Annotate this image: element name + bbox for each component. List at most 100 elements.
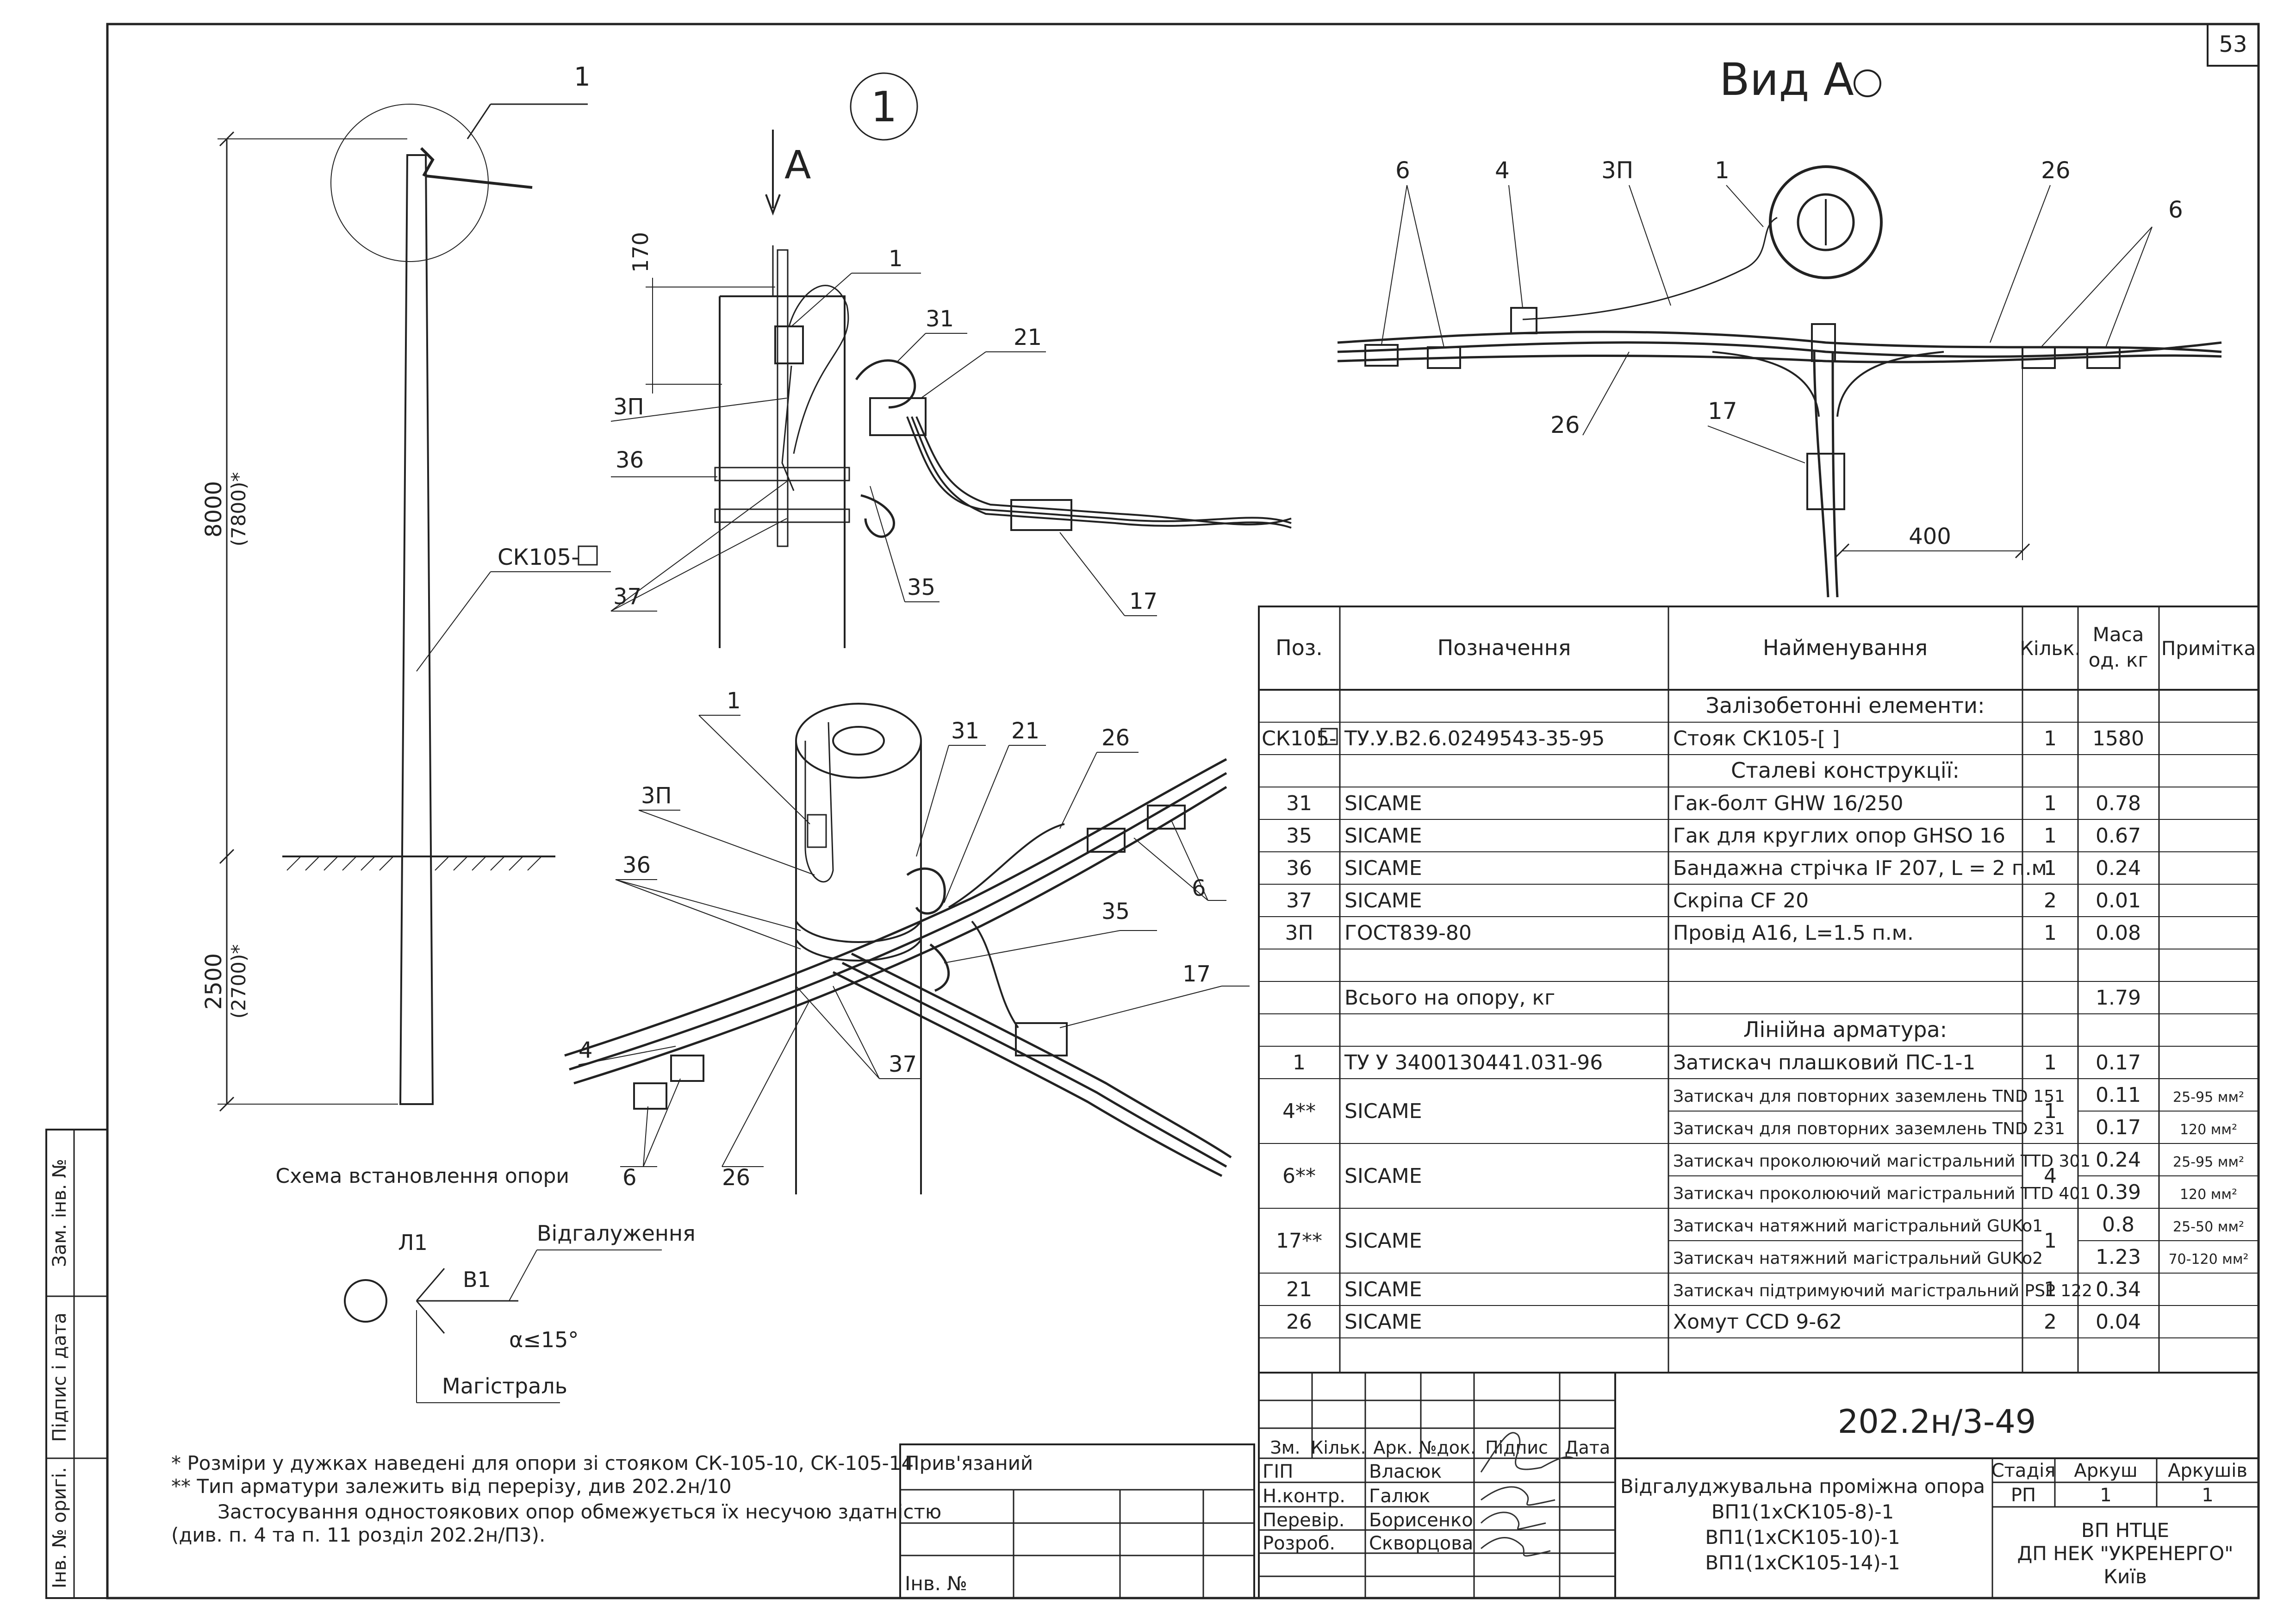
iso-label-37: 37 — [889, 1051, 917, 1077]
iso-label-31: 31 — [951, 718, 979, 744]
cell-name: Затискач натяжний магістральний GUKo1 — [1673, 1217, 2043, 1236]
cell-qty: 1 — [2044, 1229, 2057, 1253]
desc-3: ВП1(1хСК105-14)-1 — [1705, 1551, 1900, 1574]
cell-mass: 1.79 — [2096, 986, 2141, 1010]
sheet-number: 53 — [2219, 31, 2247, 57]
view-label-1: 1 — [1715, 157, 1730, 184]
detail-label-1: 1 — [889, 246, 903, 272]
detail-label-37: 37 — [613, 584, 641, 610]
note-2: ** Тип арматури залежить від перерізу, д… — [171, 1475, 732, 1498]
view-a-title: Вид А — [1719, 54, 1854, 106]
cell-pos: 1 — [1293, 1051, 1306, 1074]
cell-designation: ГОСТ839-80 — [1344, 921, 1472, 945]
name-0: Власюк — [1369, 1461, 1442, 1482]
cell-mass: 0.08 — [2096, 921, 2141, 945]
cell-pos: 3П — [1285, 921, 1313, 945]
detail-circle — [330, 104, 489, 262]
cell-name: Затискач проколюючий магістральний TTD 3… — [1673, 1152, 2091, 1171]
cell-name: Стояк СК105-[ ] — [1673, 727, 1840, 750]
cell-name: Хомут CCD 9-62 — [1673, 1310, 1842, 1334]
view-label-26a: 26 — [2041, 157, 2071, 184]
cell-pos: 21 — [1286, 1278, 1312, 1301]
view-a: Вид А 6 4 3П 1 26 — [1337, 54, 2222, 598]
view-label-6a: 6 — [1395, 157, 1410, 184]
name-1: Галюк — [1369, 1486, 1430, 1507]
detail-callout-number: 1 — [871, 83, 897, 131]
cell-qty: 1 — [2044, 1099, 2057, 1123]
desc-2: ВП1(1хСК105-10)-1 — [1705, 1526, 1900, 1549]
cell-pos: 4** — [1282, 1099, 1316, 1123]
col-name: Найменування — [1763, 635, 1928, 660]
section-header: Сталеві конструкції: — [1731, 758, 1960, 783]
view-label-17: 17 — [1708, 398, 1737, 425]
dim-2700: (2700)* — [227, 944, 250, 1019]
bind-title: Прив'язаний — [905, 1452, 1033, 1474]
cell-mass: 0.78 — [2096, 792, 2141, 815]
desc-0: Відгалуджувальна проміжна опора — [1620, 1475, 1985, 1498]
cell-designation: SICAME — [1344, 856, 1422, 880]
cell-qty: 2 — [2044, 1310, 2057, 1334]
isometric-view: 1 31 21 26 3П 36 6 35 17 4 37 6 26 — [564, 688, 1250, 1194]
cell-qty: 1 — [2044, 921, 2057, 945]
cell-note: 25-95 мм² — [2173, 1089, 2244, 1106]
cell-name: Затискач підтримуючий магістральний PSP … — [1673, 1281, 2092, 1300]
col-mass-1: Маса — [2093, 623, 2144, 646]
stamp-sign-date: Підпис і дата — [49, 1312, 70, 1442]
cell-mass: 0.24 — [2096, 1148, 2141, 1172]
cell-pos: 31 — [1286, 792, 1312, 815]
cell-mass: 0.67 — [2096, 824, 2141, 848]
pole-callout-1: 1 — [574, 62, 591, 92]
rev-h-0: Зм. — [1270, 1437, 1300, 1458]
cell-mass: 0.8 — [2102, 1213, 2134, 1237]
cell-designation: ТУ.У.В2.6.0249543-35-95 — [1344, 727, 1605, 750]
cell-qty: 1 — [2044, 1051, 2057, 1074]
cell-qty: 4 — [2044, 1164, 2057, 1188]
cell-note: 120 мм² — [2180, 1187, 2237, 1203]
scheme-angle: α≤15° — [509, 1327, 579, 1352]
cell-pos: 6** — [1282, 1164, 1316, 1188]
scheme-l1: Л1 — [398, 1230, 428, 1255]
pole-caption: Схема встановлення опори — [275, 1164, 569, 1188]
org-2: Київ — [2103, 1565, 2147, 1588]
iso-label-35: 35 — [1101, 899, 1130, 924]
notes: * Розміри у дужках наведені для опори зі… — [171, 1452, 941, 1546]
cell-mass: 0.17 — [2096, 1116, 2141, 1139]
dim-7800: (7800)* — [227, 472, 250, 547]
view-dim-400: 400 — [1909, 524, 1951, 550]
cell-pos: 17** — [1276, 1229, 1322, 1253]
org-1: ДП НЕК "УКРЕНЕРГО" — [2017, 1542, 2233, 1565]
cell-mass: 1.23 — [2096, 1245, 2141, 1269]
iso-label-21: 21 — [1011, 718, 1039, 744]
spec-table: Поз. Позначення Найменування Кільк. Маса… — [1258, 606, 2259, 1374]
cell-pos: СК105- — [1262, 727, 1337, 750]
sheets-header: Аркушів — [2168, 1460, 2247, 1481]
dim-2500: 2500 — [201, 953, 227, 1010]
iso-label-17: 17 — [1182, 961, 1211, 987]
bind-block: Прив'язаний Інв. № — [899, 1443, 1255, 1599]
dim-8000: 8000 — [201, 481, 227, 537]
stamp-replace-inv: Зам. інв. № — [49, 1159, 70, 1267]
view-mark-a: А — [784, 142, 811, 187]
cell-qty: 1 — [2044, 727, 2057, 750]
cell-designation: SICAME — [1344, 889, 1422, 912]
cell-mass: 0.17 — [2096, 1051, 2141, 1074]
pole-scheme: 1 8000 (7800)* 2500 (2700)* СК105- Схем — [201, 62, 611, 1188]
rev-h-2: Арк. — [1373, 1437, 1412, 1458]
cell-qty: 1 — [2044, 856, 2057, 880]
cell-name: Затискач натяжний магістральний GUKo2 — [1673, 1249, 2043, 1268]
cell-mass: 0.11 — [2096, 1083, 2141, 1107]
cell-designation: SICAME — [1344, 1099, 1422, 1123]
iso-label-26a: 26 — [1101, 725, 1130, 751]
cell-name: Скріпа CF 20 — [1673, 889, 1809, 912]
scheme-branch: Відгалуження — [537, 1221, 696, 1246]
col-designation: Позначення — [1437, 635, 1571, 660]
detail-label-36: 36 — [616, 447, 644, 473]
cell-mass: 0.39 — [2096, 1181, 2141, 1204]
detail-callout-circle — [850, 72, 918, 141]
note-4: (див. п. 4 та п. 11 розділ 202.2н/П3). — [171, 1524, 545, 1546]
cell-note: 120 мм² — [2180, 1122, 2237, 1138]
pole-type-label: СК105- — [498, 544, 579, 570]
view-label-26b: 26 — [1550, 412, 1580, 438]
cell-designation: Всього на опору, кг — [1344, 986, 1555, 1010]
cell-name: Провід А16, L=1.5 п.м. — [1673, 921, 1914, 945]
